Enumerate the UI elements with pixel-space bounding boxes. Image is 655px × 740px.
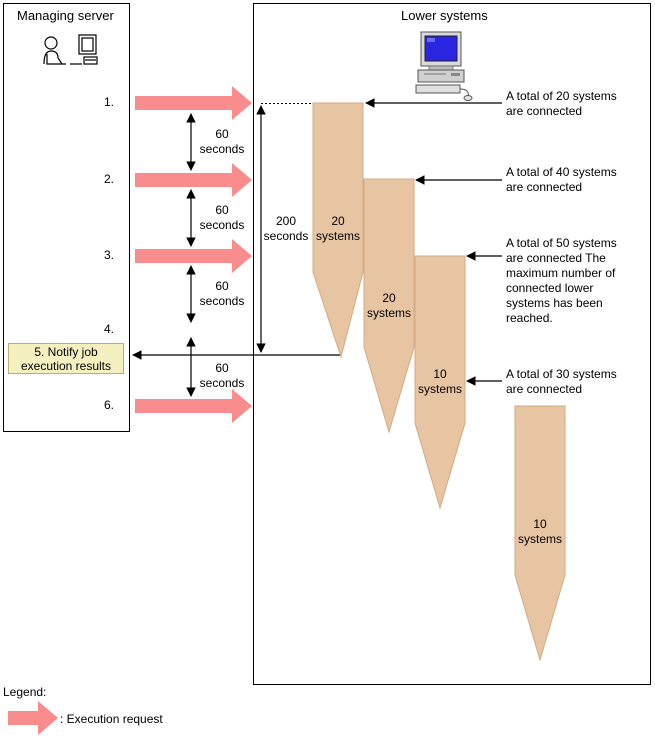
step-1-label: 1. (104, 95, 115, 109)
lower-systems-title: Lower systems (401, 8, 488, 23)
total-interval-label: 200 seconds (258, 214, 314, 244)
execution-request-arrow-icon (8, 701, 58, 735)
annotation-3: A total of 50 systems are connected The … (506, 236, 617, 325)
step-2-label: 2. (104, 172, 115, 186)
step-6-label: 6. (104, 398, 115, 412)
notify-results-box: 5. Notify job execution results (8, 343, 124, 374)
step-4-label: 4. (104, 322, 115, 336)
legend-title: Legend: (3, 685, 47, 699)
pillar-1-label: 20 systems (313, 214, 363, 244)
interval-3-unit: seconds (199, 294, 245, 308)
pillar-3-count: 10 (433, 367, 447, 381)
pillar-3-label: 10 systems (413, 367, 467, 397)
annotation-2: A total of 40 systems are connected (506, 165, 617, 194)
managing-server-title: Managing server (17, 8, 114, 23)
execution-request-arrow-1 (135, 86, 252, 120)
interval-1-unit: seconds (199, 142, 245, 156)
user-at-computer-icon (43, 34, 98, 65)
execution-request-arrow-6 (135, 389, 252, 423)
interval-2-unit: seconds (199, 218, 245, 232)
interval-4-value: 60 (215, 361, 229, 375)
annotation-1: A total of 20 systems are connected (506, 89, 617, 118)
pillar-4-unit: systems (517, 532, 562, 546)
managing-server-panel (3, 3, 130, 432)
legend-item-label: : Execution request (60, 712, 163, 726)
system-pillars (312, 102, 566, 662)
pillar-1-count: 20 (331, 214, 345, 228)
pillar-2-count: 20 (382, 291, 396, 305)
interval-3-value: 60 (215, 279, 229, 293)
execution-request-arrows (135, 86, 252, 423)
pillar-2-unit: systems (366, 306, 411, 320)
pillar-4 (514, 405, 566, 662)
interval-1-value: 60 (215, 127, 229, 141)
interval-label-4: 60 seconds (197, 361, 247, 391)
annotation-4: A total of 30 systems are connected (506, 367, 617, 396)
interval-label-3: 60 seconds (197, 279, 247, 309)
pillar-1-unit: systems (315, 229, 360, 243)
pillar-1 (312, 102, 364, 359)
step-3-label: 3. (104, 248, 115, 262)
total-interval-value: 200 (275, 214, 297, 228)
interval-label-2: 60 seconds (197, 203, 247, 233)
annotation-arrows (365, 98, 502, 386)
interval-2-value: 60 (215, 203, 229, 217)
pillar-4-label: 10 systems (513, 517, 567, 547)
pillar-4-count: 10 (533, 517, 547, 531)
pillar-2 (363, 178, 415, 434)
lower-systems-panel (253, 3, 651, 685)
pillar-3-unit: systems (417, 382, 462, 396)
execution-request-arrow-3 (135, 239, 252, 273)
interval-label-1: 60 seconds (197, 127, 247, 157)
desktop-computer-icon (415, 31, 473, 101)
interval-4-unit: seconds (199, 376, 245, 390)
execution-request-arrow-2 (135, 163, 252, 197)
pillar-3 (414, 255, 466, 510)
pillar-2-label: 20 systems (362, 291, 416, 321)
total-interval-unit: seconds (263, 229, 309, 243)
